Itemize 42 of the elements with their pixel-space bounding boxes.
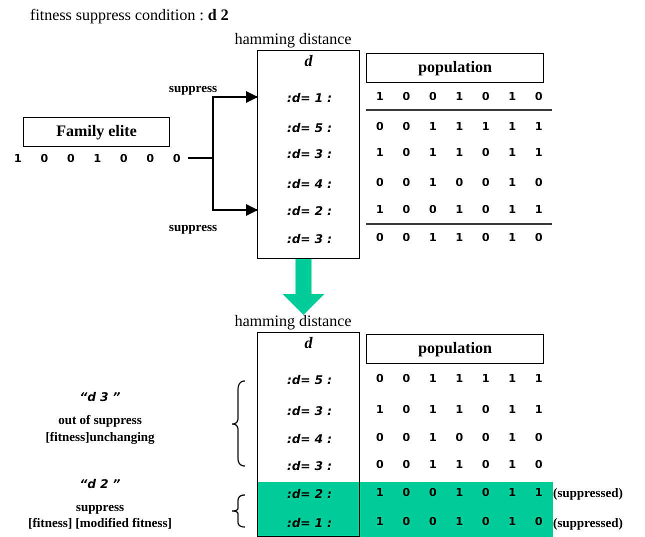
bit-string: 0 0 1 0 0 1 0 [375, 430, 543, 446]
distance-entry: :d= 1 : [258, 512, 361, 534]
diagram-title: fitness suppress condition : d 2 [30, 6, 229, 26]
title-box: Family elite [23, 117, 170, 147]
note-text: out of suppress [57, 412, 143, 428]
note-text: [fitness]unchanging [44, 429, 156, 445]
note-text: (suppressed) [553, 485, 624, 501]
bit-string: 1 0 0 1 0 1 1 [375, 202, 543, 218]
bit-string: 0 0 1 0 0 1 0 [375, 175, 543, 191]
distance-entry: :d= 2 : [258, 483, 361, 505]
distance-entry: :d= 5 : [258, 117, 361, 139]
distance-entry: :d= 3 : [258, 455, 361, 477]
bit-string: 0 0 1 1 1 1 1 [375, 119, 543, 135]
variable-label: d [304, 335, 314, 353]
bit-string: 1 0 1 1 0 1 1 [375, 402, 543, 418]
bit-string: 0 0 1 1 1 1 1 [375, 371, 543, 387]
bit-string: 1 0 0 1 0 0 0 [14, 151, 181, 167]
distance-entry: :d= 1 : [258, 87, 361, 109]
condition-text: “d 3 ” [78, 389, 122, 405]
block-arrow [282, 259, 324, 315]
distance-entry: :d= 3 : [258, 228, 361, 250]
distance-entry: :d= 3 : [258, 143, 361, 165]
bit-string: 0 0 1 1 0 1 0 [375, 457, 543, 473]
note-text: (suppressed) [553, 515, 624, 531]
distance-entry: :d= 2 : [258, 200, 361, 222]
variable-label: d [304, 53, 314, 71]
distance-entry: :d= 4 : [258, 173, 361, 195]
distance-entry: :d= 5 : [258, 369, 361, 391]
title-box: population [366, 53, 544, 83]
bit-string: 0 0 1 1 0 1 0 [375, 230, 543, 246]
bit-string: 1 0 0 1 0 1 0 [375, 514, 543, 530]
note-text: suppress [74, 499, 126, 515]
bit-string: 1 0 0 1 0 1 1 [375, 485, 543, 501]
note-text: [fitness] [modified fitness] [27, 515, 173, 531]
distance-entry: :d= 4 : [258, 428, 361, 450]
condition-text: “d 2 ” [78, 476, 122, 492]
column-heading: hamming distance [234, 313, 352, 331]
title-box: population [366, 334, 544, 364]
distance-entry: :d= 3 : [258, 400, 361, 422]
column-heading: hamming distance [234, 31, 352, 49]
bit-string: 1 0 0 1 0 1 0 [375, 89, 543, 105]
bit-string: 1 0 1 1 0 1 1 [375, 145, 543, 161]
